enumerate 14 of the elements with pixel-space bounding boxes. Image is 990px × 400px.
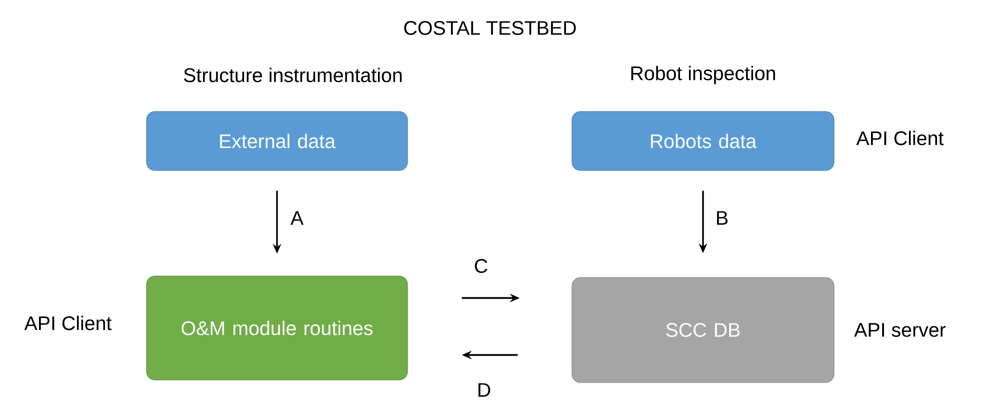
role-label: API server <box>854 323 946 337</box>
edge-label: B <box>717 211 728 225</box>
process-box: External data <box>146 111 408 171</box>
title: COSTAL TESTBED <box>404 21 576 35</box>
edge-label: C <box>474 259 488 273</box>
column-heading: Robot inspection <box>631 66 775 84</box>
role-label: API Client <box>24 316 112 330</box>
process-box: SCC DB <box>572 277 834 383</box>
process-box: Robots data <box>572 111 834 171</box>
column-heading: Structure instrumentation <box>184 68 402 82</box>
edge-label: A <box>290 211 304 225</box>
edge-label: D <box>478 383 490 397</box>
process-box: O&M module routines <box>146 276 408 380</box>
role-label: API Client <box>856 130 944 146</box>
